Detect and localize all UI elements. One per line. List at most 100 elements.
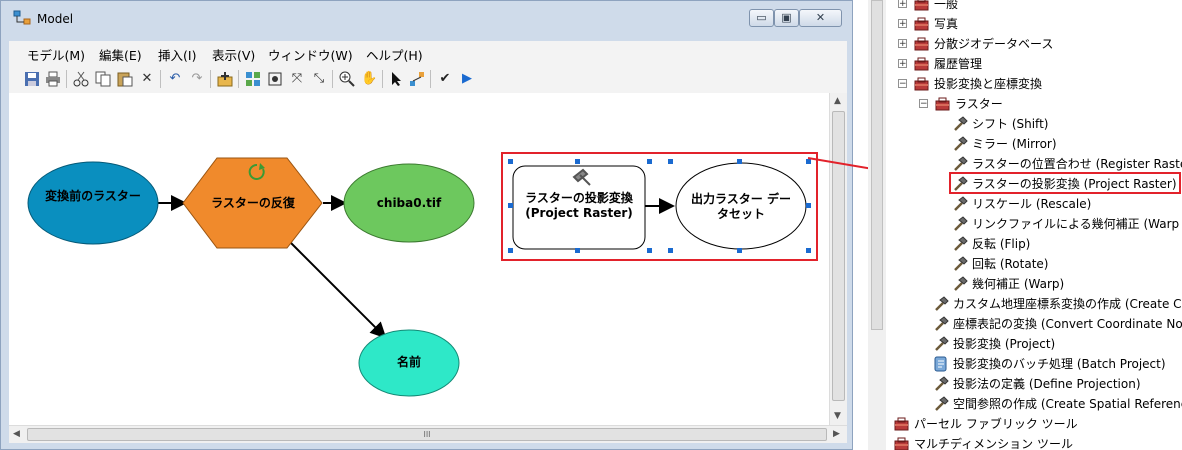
tree-item[interactable]: −投影変換と座標変換 <box>886 74 1182 94</box>
modelbuilder-icon <box>13 10 31 25</box>
hammer-icon <box>954 116 968 131</box>
name-variable-label: 名前 <box>396 355 421 369</box>
toolbox-icon <box>914 37 929 51</box>
tree-item-label: ミラー (Mirror) <box>972 137 1057 151</box>
tree-item[interactable]: +写真 <box>886 14 1182 34</box>
toolbox-icon <box>935 97 950 111</box>
tree-scroll-thumb[interactable] <box>871 0 883 330</box>
zoom-out-fixed-icon[interactable]: ⤡ <box>313 71 325 86</box>
hammer-icon <box>954 156 968 171</box>
tree-item-label: パーセル ファブリック ツール <box>914 417 1078 431</box>
tree-item[interactable]: ラスターの投影変換 (Project Raster) <box>886 174 1182 194</box>
tree-item[interactable]: リンクファイルによる幾何補正 (Warp From File) <box>886 214 1182 234</box>
maximize-button[interactable]: ▣ <box>774 9 799 27</box>
scroll-left-icon[interactable]: ◀ <box>13 429 20 439</box>
zoom-in-fixed-icon[interactable]: ⤧ <box>291 71 303 86</box>
scroll-up-icon[interactable]: ▲ <box>834 96 841 106</box>
tree-item[interactable]: 投影法の定義 (Define Projection) <box>886 374 1182 394</box>
hammer-icon <box>935 336 949 351</box>
horizontal-scrollbar[interactable]: ◀ III ▶ <box>9 425 847 443</box>
tree-item[interactable]: +履歴管理 <box>886 54 1182 74</box>
full-extent-icon[interactable] <box>267 71 283 87</box>
menu-window[interactable]: ウィンドウ(W) <box>268 48 353 63</box>
expand-icon[interactable]: + <box>898 19 907 29</box>
tree-item[interactable]: 空間参照の作成 (Create Spatial Reference) <box>886 394 1182 414</box>
window-title: Model <box>37 12 74 26</box>
tree-item[interactable]: 幾何補正 (Warp) <box>886 274 1182 294</box>
hammer-icon <box>954 176 968 191</box>
tree-item[interactable]: リスケール (Rescale) <box>886 194 1182 214</box>
selected-tool-highlight <box>949 172 1181 194</box>
iterator-node[interactable] <box>182 157 323 249</box>
hammer-icon <box>954 236 968 251</box>
menu-view[interactable]: 表示(V) <box>212 48 256 63</box>
copy-icon[interactable] <box>95 71 111 87</box>
menu-insert[interactable]: 挿入(I) <box>158 48 197 63</box>
hammer-icon <box>954 216 968 231</box>
input-raster-node[interactable] <box>27 161 159 245</box>
tree-item-label: 投影変換 (Project) <box>953 337 1056 351</box>
minimize-button[interactable]: ▭ <box>749 9 774 27</box>
expand-icon[interactable]: + <box>898 0 907 9</box>
tree-item[interactable]: +一般 <box>886 0 1182 14</box>
output-raster-node[interactable] <box>343 163 475 243</box>
tree-item[interactable]: 投影変換のバッチ処理 (Batch Project) <box>886 354 1182 374</box>
vertical-scrollbar[interactable]: ▲ ▼ <box>829 93 847 426</box>
connect-icon[interactable] <box>409 71 425 87</box>
tree-scrollbar[interactable] <box>868 0 886 450</box>
tree-item[interactable]: − ラスター <box>886 94 1182 114</box>
pan-icon[interactable]: ✋ <box>361 71 378 86</box>
save-icon[interactable] <box>24 71 40 87</box>
tree-item[interactable]: パーセル ファブリック ツール <box>886 414 1182 434</box>
horizontal-scroll-thumb[interactable]: III <box>27 428 827 441</box>
tree-item[interactable]: マルチディメンション ツール <box>886 434 1182 450</box>
tree-item-label: マルチディメンション ツール <box>914 437 1073 450</box>
undo-icon[interactable]: ↶ <box>169 71 181 86</box>
scroll-right-icon[interactable]: ▶ <box>833 429 840 439</box>
close-button[interactable]: ✕ <box>799 9 842 27</box>
tree-item-label: 空間参照の作成 (Create Spatial Reference) <box>953 397 1182 411</box>
menu-model[interactable]: モデル(M) <box>27 48 86 63</box>
delete-icon[interactable]: ✕ <box>141 71 153 86</box>
tree-item[interactable]: 座標表記の変換 (Convert Coordinate Notation) <box>886 314 1182 334</box>
model-canvas[interactable]: 変換前のラスター ラスターの反復 chiba0.tif 名前 ラスターの投影変換… <box>9 93 847 443</box>
tree-item-label: ラスター <box>955 97 1003 111</box>
tree-item[interactable]: +分散ジオデータベース <box>886 34 1182 54</box>
select-icon[interactable] <box>389 71 405 87</box>
menu-edit[interactable]: 編集(E) <box>99 48 142 63</box>
collapse-icon[interactable]: − <box>898 79 907 89</box>
tree-item-label: シフト (Shift) <box>972 117 1049 131</box>
tree-item[interactable]: ミラー (Mirror) <box>886 134 1182 154</box>
name-variable-node[interactable] <box>358 329 460 397</box>
add-data-icon[interactable] <box>217 71 233 87</box>
tree-item[interactable]: 投影変換 (Project) <box>886 334 1182 354</box>
menu-help[interactable]: ヘルプ(H) <box>366 48 423 63</box>
tree-item[interactable]: カスタム地理座標系変換の作成 (Create Custom Geographic… <box>886 294 1182 314</box>
validate-icon[interactable]: ✔ <box>439 71 451 86</box>
hammer-icon <box>935 316 949 331</box>
vertical-scroll-thumb[interactable] <box>832 111 845 401</box>
zoom-in-icon[interactable] <box>339 71 355 87</box>
tree-item[interactable]: ラスターの位置合わせ (Register Raster) <box>886 154 1182 174</box>
run-icon[interactable]: ▶ <box>462 71 472 86</box>
tree-item[interactable]: シフト (Shift) <box>886 114 1182 134</box>
tree-item[interactable]: 回転 (Rotate) <box>886 254 1182 274</box>
output-raster-label: chiba0.tif <box>376 196 442 210</box>
tree-item-label: ラスターの投影変換 (Project Raster) <box>972 177 1177 191</box>
expand-icon[interactable]: + <box>898 39 907 49</box>
diagram <box>27 152 818 397</box>
tree-item-label: 反転 (Flip) <box>972 237 1031 251</box>
auto-layout-icon[interactable] <box>245 71 261 87</box>
paste-icon[interactable] <box>117 71 133 87</box>
tree-item-label: 投影変換のバッチ処理 (Batch Project) <box>953 357 1166 371</box>
iterator-label: ラスターの反復 <box>211 196 295 210</box>
redo-icon[interactable]: ↷ <box>191 71 203 86</box>
cut-icon[interactable] <box>73 71 89 87</box>
title-bar[interactable]: Model ▭ ▣ ✕ <box>1 1 852 39</box>
expand-icon[interactable]: + <box>898 59 907 69</box>
print-icon[interactable] <box>45 71 61 87</box>
collapse-icon[interactable]: − <box>919 99 928 109</box>
tree-item[interactable]: 反転 (Flip) <box>886 234 1182 254</box>
scroll-down-icon[interactable]: ▼ <box>834 411 841 421</box>
hammer-icon <box>935 296 949 311</box>
